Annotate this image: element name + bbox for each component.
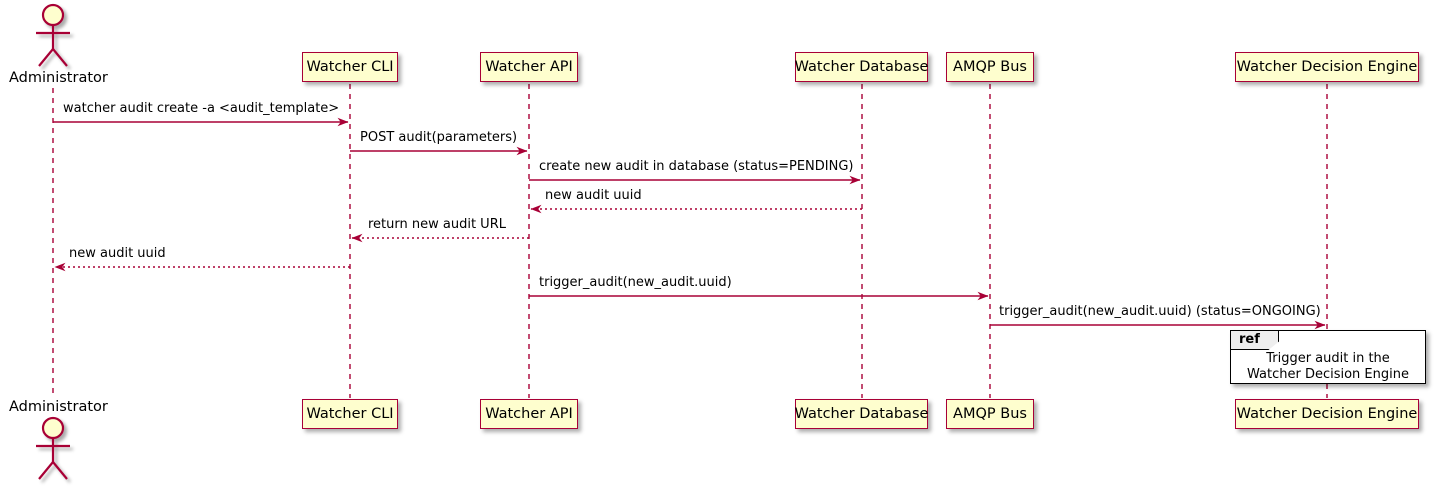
participant-box-watcher-api-bottom[interactable]: Watcher API: [480, 399, 578, 429]
participant-label: AMQP Bus: [953, 406, 1027, 422]
participant-box-watcher-cli-top[interactable]: Watcher CLI: [302, 52, 398, 82]
participant-label: Watcher CLI: [306, 59, 394, 75]
ref-fragment-tab: [1231, 331, 1279, 350]
ref-fragment[interactable]: ref Trigger audit in the Watcher Decisio…: [1230, 330, 1426, 384]
participant-label: Watcher CLI: [306, 406, 394, 422]
participant-label: AMQP Bus: [953, 59, 1027, 75]
ref-fragment-body: Trigger audit in the Watcher Decision En…: [1231, 351, 1425, 383]
message-label-create-new-audit: create new audit in database (status=PEN…: [539, 159, 854, 174]
ref-fragment-line-1: Trigger audit in the: [1266, 351, 1390, 366]
participant-label: Watcher API: [485, 59, 573, 75]
message-label-trigger-audit-ongoing: trigger_audit(new_audit.uuid) (status=ON…: [999, 304, 1321, 319]
participant-box-watcher-database-bottom[interactable]: Watcher Database: [795, 399, 928, 429]
participant-label: Watcher Decision Engine: [1236, 59, 1418, 75]
message-label-new-audit-uuid-cli: new audit uuid: [69, 246, 166, 261]
participant-box-watcher-cli-bottom[interactable]: Watcher CLI: [302, 399, 398, 429]
message-label-new-audit-uuid-db: new audit uuid: [545, 188, 642, 203]
participant-box-amqp-bus-bottom[interactable]: AMQP Bus: [946, 399, 1034, 429]
participant-box-watcher-decision-engine-bottom[interactable]: Watcher Decision Engine: [1235, 399, 1419, 429]
participant-label: Watcher Database: [794, 406, 929, 422]
message-label-post-audit: POST audit(parameters): [360, 130, 518, 145]
ref-fragment-keyword: ref: [1239, 332, 1260, 347]
message-label-watcher-audit-create: watcher audit create -a <audit_template>: [63, 101, 340, 116]
participant-label: Watcher Decision Engine: [1236, 406, 1418, 422]
ref-fragment-line-2: Watcher Decision Engine: [1247, 367, 1409, 382]
participant-box-watcher-database-top[interactable]: Watcher Database: [795, 52, 928, 82]
participant-box-watcher-api-top[interactable]: Watcher API: [480, 52, 578, 82]
message-label-return-new-audit-url: return new audit URL: [368, 217, 506, 232]
lifelines: [52, 84, 1328, 398]
message-label-trigger-audit: trigger_audit(new_audit.uuid): [539, 275, 732, 290]
participant-box-watcher-decision-engine-top[interactable]: Watcher Decision Engine: [1235, 52, 1419, 82]
participant-label: Watcher Database: [794, 59, 929, 75]
actor-administrator-bottom: [36, 416, 70, 480]
message-arrows: [53, 117, 1326, 330]
actor-administrator-top: [36, 3, 70, 67]
actor-label-administrator-top: Administrator: [9, 70, 108, 86]
participant-label: Watcher API: [485, 406, 573, 422]
participant-box-amqp-bus-top[interactable]: AMQP Bus: [946, 52, 1034, 82]
actor-label-administrator-bottom: Administrator: [9, 399, 108, 415]
